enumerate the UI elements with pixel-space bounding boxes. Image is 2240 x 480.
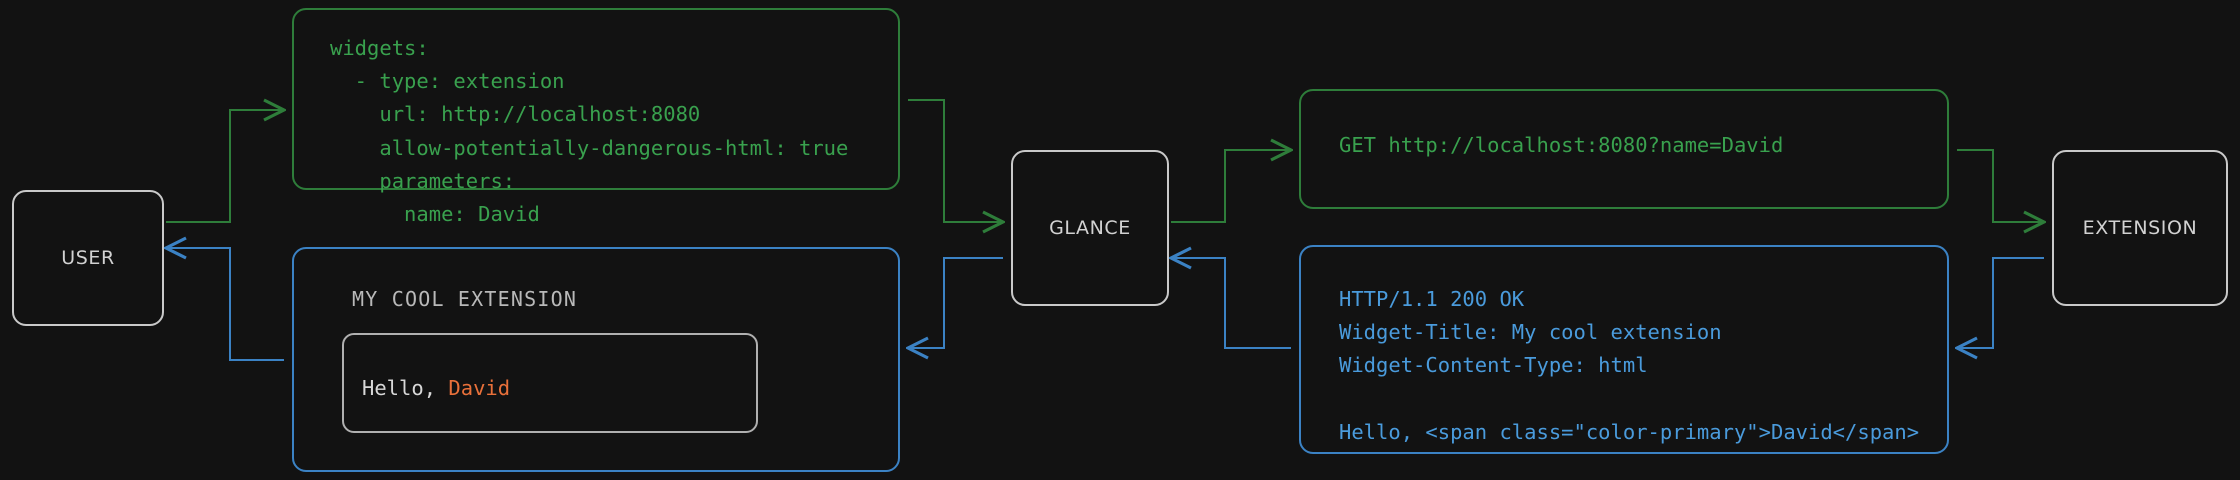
wire-response-to-glance bbox=[1171, 258, 1291, 349]
wire-glance-to-request bbox=[1171, 150, 1291, 223]
wire-user-to-config bbox=[166, 110, 284, 223]
actor-extension-label: EXTENSION bbox=[2082, 217, 2198, 239]
widget-greeting-name: David bbox=[448, 376, 511, 400]
wire-widget-to-user bbox=[166, 248, 284, 361]
config-yaml-text: widgets: - type: extension url: http://l… bbox=[330, 36, 849, 227]
actor-extension[interactable]: EXTENSION bbox=[2052, 150, 2228, 306]
actor-glance-label: GLANCE bbox=[1049, 217, 1131, 239]
http-response-panel: HTTP/1.1 200 OK Widget-Title: My cool ex… bbox=[1299, 245, 1949, 454]
wire-glance-to-widget bbox=[908, 257, 1003, 348]
http-response-text: HTTP/1.1 200 OK Widget-Title: My cool ex… bbox=[1339, 287, 1920, 444]
actor-glance[interactable]: GLANCE bbox=[1011, 150, 1169, 306]
config-yaml-panel: widgets: - type: extension url: http://l… bbox=[292, 8, 900, 226]
http-request-panel: GET http://localhost:8080?name=David bbox=[1299, 89, 1949, 209]
wire-request-to-extension bbox=[1957, 149, 2044, 222]
actor-user-label: USER bbox=[61, 247, 115, 269]
widget-greeting-prefix: Hello, bbox=[362, 376, 449, 400]
wire-config-to-glance bbox=[908, 99, 1003, 222]
actor-user[interactable]: USER bbox=[12, 190, 164, 326]
widget-preview-panel: MY COOL EXTENSION Hello, David bbox=[292, 247, 900, 472]
widget-preview-body: Hello, David bbox=[342, 333, 758, 433]
wire-extension-to-response bbox=[1957, 257, 2044, 348]
widget-greeting: Hello, David bbox=[362, 376, 510, 400]
widget-preview-title: MY COOL EXTENSION bbox=[352, 287, 578, 311]
http-request-text: GET http://localhost:8080?name=David bbox=[1339, 133, 1784, 157]
